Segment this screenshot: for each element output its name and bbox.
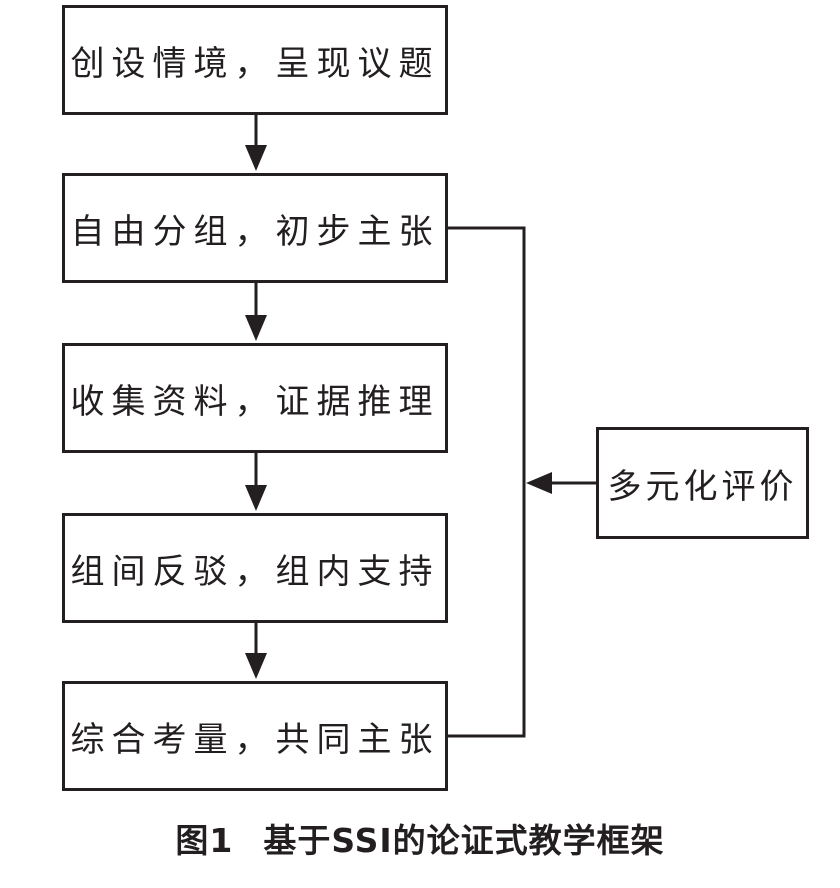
step-box-joint-claim: 综合考量，共同主张: [62, 681, 448, 791]
figure-caption: 图1 基于SSI的论证式教学框架: [0, 814, 840, 862]
arrow-step1-to-step2: [245, 115, 267, 171]
arrow-evaluation-to-bracket: [526, 472, 596, 494]
step-box-free-grouping: 自由分组，初步主张: [62, 173, 448, 283]
arrow-step3-to-step4: [245, 453, 267, 511]
step-label: 创设情境，呈现议题: [70, 43, 440, 84]
step-label: 自由分组，初步主张: [70, 211, 440, 252]
step-box-create-situation: 创设情境，呈现议题: [62, 5, 448, 115]
arrow-step2-to-step3: [245, 283, 267, 341]
figure-number: 图1: [175, 821, 234, 860]
step-label: 综合考量，共同主张: [70, 719, 440, 760]
evaluation-box: 多元化评价: [596, 427, 809, 539]
feedback-bracket-line: [448, 226, 526, 738]
step-label: 收集资料，证据推理: [70, 381, 440, 422]
evaluation-label: 多元化评价: [607, 466, 798, 507]
step-label: 组间反驳，组内支持: [70, 551, 440, 592]
figure-title: 基于SSI的论证式教学框架: [263, 821, 665, 860]
step-box-collect-data: 收集资料，证据推理: [62, 343, 448, 453]
step-box-rebuttal: 组间反驳，组内支持: [62, 513, 448, 623]
arrow-step4-to-step5: [245, 623, 267, 679]
